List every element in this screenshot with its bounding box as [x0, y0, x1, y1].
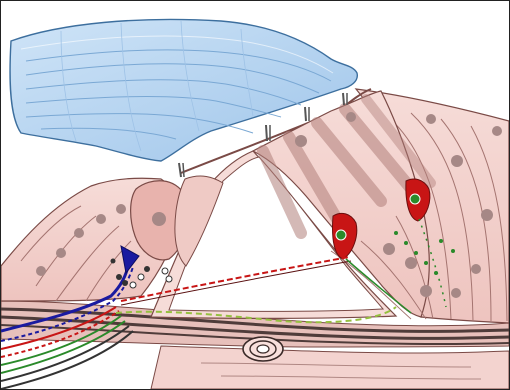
- spiral-vessel: [243, 337, 283, 361]
- tympanic-lip-tissue: [151, 346, 509, 389]
